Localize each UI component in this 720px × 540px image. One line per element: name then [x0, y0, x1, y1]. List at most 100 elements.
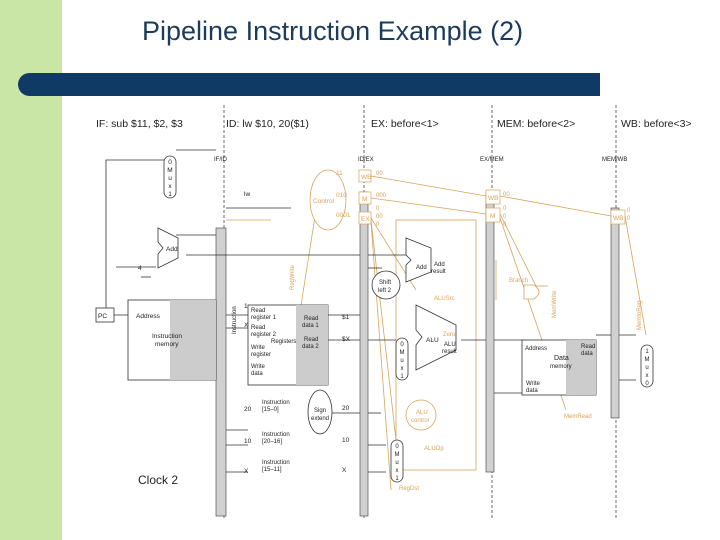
alu-control	[405, 399, 437, 431]
reg-write-reg-a: Write	[251, 345, 266, 351]
reg-read-data1-b: data 1	[302, 323, 319, 329]
alu-result-a: ALU	[444, 342, 456, 348]
idex-imm-value: 20	[342, 405, 350, 412]
title-underline-bar	[18, 73, 600, 96]
mux-alu-0: 0	[400, 342, 404, 348]
shift-label-2: left 2	[378, 288, 392, 294]
dollarx-value: $X	[342, 336, 351, 343]
mux-regdst-m: M	[395, 452, 400, 458]
stage-label-id: ID: lw $10, 20($1)	[226, 118, 309, 130]
reg-read-reg1-b: register 1	[251, 315, 277, 321]
instr-15-11-a: Instruction	[262, 460, 290, 466]
stage-label-wb: WB: before<3>	[621, 118, 692, 130]
exmem-wb-box	[485, 189, 501, 205]
mux-alu-x: x	[401, 366, 404, 372]
pipe-reg-label-memwb: MEM/WB	[602, 157, 627, 163]
pc-label: PC	[98, 313, 107, 320]
mux-alu-m: M	[400, 350, 405, 356]
instruction-memory-shade	[170, 300, 216, 380]
instr-15-0-b: [15–0]	[262, 407, 279, 413]
memtoreg-label: MemtoReg	[637, 301, 643, 330]
memwb-out-0: 0	[627, 208, 631, 214]
mux-if-0: 0	[168, 159, 172, 166]
mux-wb-m: M	[645, 357, 650, 363]
idex-ex-out-0: 0	[376, 206, 380, 212]
ctrl-wb-value: 11	[336, 170, 343, 177]
memwb-out-0b: 0	[627, 216, 631, 222]
instr-15-11-b: [15–11]	[262, 467, 282, 473]
alu-control-label-2: control	[411, 418, 429, 424]
control-unit	[309, 169, 347, 231]
shift-left-2	[371, 270, 401, 300]
mux-regdst-1: 1	[395, 476, 399, 482]
alusrc-label: ALUSrc	[434, 296, 455, 302]
mux-wb-x: x	[646, 373, 649, 379]
idex-ex-out-00: 00	[376, 214, 383, 220]
exmem-m-out-0b: 0	[503, 214, 507, 220]
dmem-memory: memory	[550, 364, 572, 370]
instr-20-16-a: Instruction	[262, 432, 290, 438]
dmem-read-data-b: data	[581, 351, 593, 357]
const-four: 4	[138, 265, 142, 272]
sign-extend	[307, 389, 333, 435]
exmem-m-out-0: 0	[503, 206, 507, 212]
exmem-m-out-0c: 0	[503, 222, 507, 228]
alu-result-b: result	[442, 349, 457, 355]
mux-regdst: 0 M u x 1	[390, 439, 404, 483]
memread-label: MemRead	[564, 414, 592, 420]
reg-read-reg2-b: register 2	[251, 332, 277, 338]
mux-regdst-x: x	[396, 468, 399, 474]
adder-pc-label: Add	[166, 246, 178, 253]
mux-if: 0 M u x 1	[163, 155, 177, 199]
rd-value: X	[244, 468, 249, 475]
mux-wb-u: u	[645, 365, 648, 371]
shift-label-1: Shift	[379, 280, 391, 286]
exmem-m-text: M	[490, 213, 495, 220]
instr-20-16-b: [20–16]	[262, 439, 282, 445]
memwrite-label: MemWrite	[552, 290, 558, 318]
dmem-write-data-b: data	[526, 388, 538, 394]
slide-title: Pipeline Instruction Example (2)	[142, 16, 524, 46]
instr-mem-address: Address	[136, 313, 161, 320]
pipe-reg-label-idex: ID/EX	[358, 157, 374, 163]
pipe-reg-idex	[359, 191, 369, 517]
branch-label: Branch	[509, 278, 528, 284]
instr-15-0-a: Instruction	[262, 400, 290, 406]
alu-label: ALU	[426, 337, 439, 344]
reg-read-reg1-a: Read	[251, 308, 265, 314]
dmem-address: Address	[525, 346, 547, 352]
aluop-label: ALUOp	[424, 446, 444, 452]
reg-write-reg-b: register	[251, 352, 271, 358]
mux-wb-1: 1	[645, 349, 649, 355]
add-result-b: result	[431, 269, 446, 275]
alu	[415, 304, 457, 371]
stage-label-ex: EX: before<1>	[371, 118, 439, 130]
register-file-shade	[296, 305, 328, 385]
idex-ex-out-0b: 0	[376, 222, 380, 228]
instruction-bus-label: Instruction	[232, 306, 238, 334]
reg-registers: Registers	[271, 339, 296, 345]
sign-extend-label-2: extend	[311, 416, 329, 422]
regdst-label: RegDst	[399, 486, 419, 492]
dollar1-value: $1	[342, 314, 350, 321]
mux-regdst-u: u	[395, 460, 398, 466]
mux-if-1: 1	[168, 191, 172, 198]
zero-label: Zero	[443, 332, 456, 338]
alu-control-label-1: ALU	[416, 410, 428, 416]
data-memory-shade	[566, 340, 596, 395]
adder-branch	[405, 237, 432, 283]
mux-if-m: M	[167, 167, 172, 174]
imm-value: 20	[244, 406, 252, 413]
regwrite-label: RegWrite	[290, 264, 296, 290]
mux-wb-0: 0	[645, 381, 649, 387]
pipe-reg-memwb	[610, 207, 620, 419]
idex-ex-text: EX	[361, 216, 370, 223]
memwb-wb-text: WB	[613, 215, 623, 222]
add-result-a: Add	[434, 262, 445, 268]
pc-register	[95, 307, 115, 323]
mux-alu: 0 M u x 1	[395, 337, 409, 381]
reg-write-data-b: data	[251, 371, 263, 377]
idex-m-out: 000	[376, 193, 387, 199]
clock-label: Clock 2	[138, 473, 178, 487]
dmem-write-data-a: Write	[526, 381, 541, 387]
